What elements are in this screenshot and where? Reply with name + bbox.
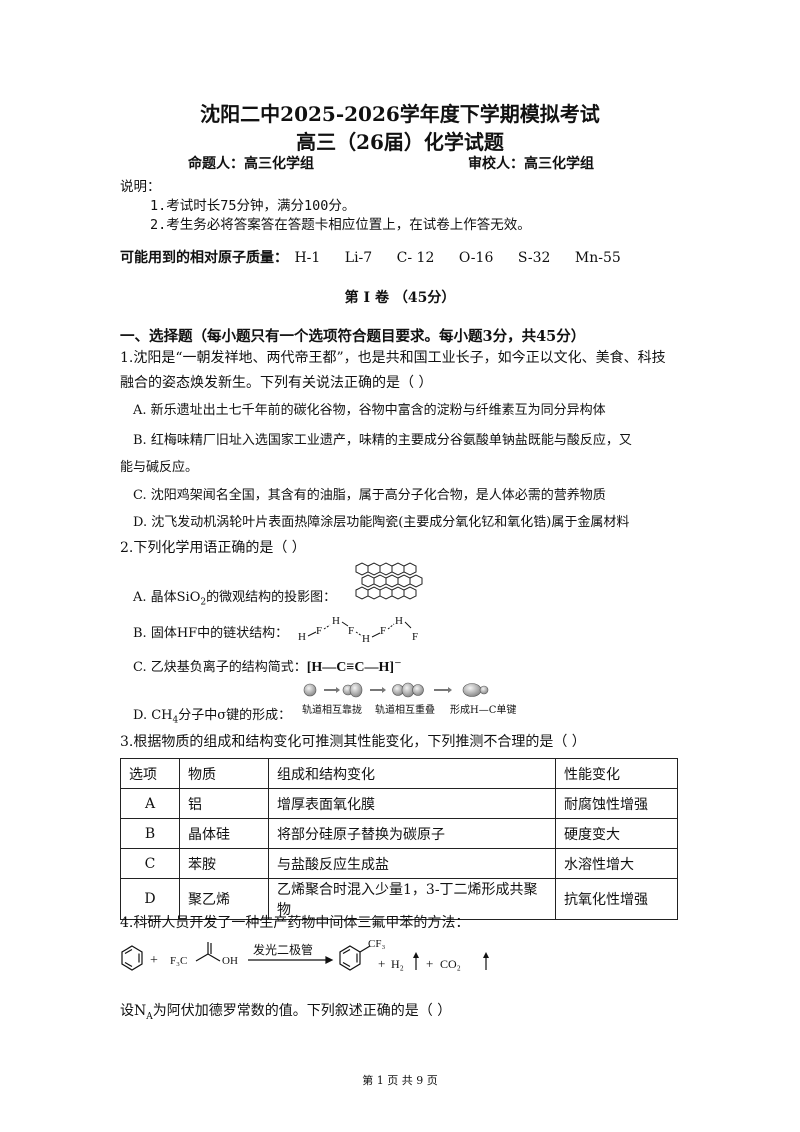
q1-stem-line1: 1.沈阳是“一朝发祥地、两代帝王都”，也是共和国工业长子，如今正以文化、美食、科… bbox=[120, 350, 666, 366]
q2-d-text-post: 分子中σ键的形成： bbox=[178, 708, 292, 723]
table-cell: 增厚表面氧化膜 bbox=[268, 788, 556, 819]
table-header-row: 选项 物质 组成和结构变化 性能变化 bbox=[120, 758, 678, 789]
exam-title: 沈阳二中2025-2026学年度下学期模拟考试 bbox=[200, 102, 600, 126]
table-header-cell: 性能变化 bbox=[555, 758, 678, 789]
q2-option-a: A. 晶体SiO2的微观结构的投影图： bbox=[133, 586, 336, 608]
page-number: 第 1 页 共 9 页 bbox=[362, 1074, 438, 1087]
svg-text:F: F bbox=[348, 625, 354, 637]
table-cell: 与盐酸反应生成盐 bbox=[268, 848, 556, 879]
table-cell: 乙烯聚合时混入少量1，3-丁二烯形成共聚物 bbox=[268, 878, 556, 920]
sigma-bond-orbitals-image bbox=[303, 682, 489, 698]
atomic-masses-label: 可能用到的相对原子质量： bbox=[120, 250, 288, 266]
q1-option-d: D. 沈飞发动机涡轮叶片表面热障涂层功能陶瓷(主要成分氧化钇和氧化锆)属于金属材… bbox=[133, 515, 630, 530]
atomic-mass-value: O-16 bbox=[458, 250, 494, 266]
q4-na-text-post: 为阿伏加德罗常数的值。下列叙述正确的是（ ） bbox=[152, 1003, 452, 1019]
table-cell: C bbox=[120, 848, 180, 879]
q2-a-text-post: 的微观结构的投影图： bbox=[206, 590, 337, 605]
q2-option-c: C. 乙炔基负离子的结构简式：[H—C≡C—H]− bbox=[133, 656, 402, 676]
sio2-structure-image bbox=[355, 562, 423, 600]
table-cell: B bbox=[120, 818, 180, 849]
atomic-mass-value: S-32 bbox=[517, 250, 551, 266]
svg-text:F: F bbox=[412, 631, 418, 643]
table-row: A 铝 增厚表面氧化膜 耐腐蚀性增强 bbox=[120, 788, 678, 819]
co2-label: CO₂ bbox=[440, 957, 461, 971]
q2-stem: 2.下列化学用语正确的是（ ） bbox=[120, 540, 306, 556]
svg-text:H: H bbox=[332, 615, 340, 627]
hf-chain-image: H F H F H F H F bbox=[298, 615, 418, 645]
svg-text:H: H bbox=[298, 631, 306, 643]
plus-sign: + bbox=[426, 956, 433, 971]
table-cell: 抗氧化性增强 bbox=[555, 878, 678, 920]
table-cell: 将部分硅原子替换为碳原子 bbox=[268, 818, 556, 849]
q1-stem-line2: 融合的姿态焕发新生。下列有关说法正确的是（ ） bbox=[120, 375, 433, 391]
atomic-mass-value: H-1 bbox=[294, 250, 321, 266]
q2-option-b: B. 固体HF中的链状结构： bbox=[133, 626, 289, 641]
table-cell: 苯胺 bbox=[179, 848, 269, 879]
note-item: 1.考试时长75分钟，满分100分。 bbox=[150, 198, 356, 214]
reviewer-label: 审校人：高三化学组 bbox=[468, 156, 594, 172]
sigma-label: 形成H—C单键 bbox=[450, 705, 517, 716]
q2-a-sub: 2 bbox=[200, 597, 207, 608]
q2-c-charge: − bbox=[394, 658, 402, 669]
table-row: D 聚乙烯 乙烯聚合时混入少量1，3-丁二烯形成共聚物 抗氧化性增强 bbox=[120, 878, 678, 920]
table-cell: 铝 bbox=[179, 788, 269, 819]
q2-c-text: C. 乙炔基负离子的结构简式： bbox=[133, 660, 307, 675]
atomic-mass-value: C- 12 bbox=[396, 250, 435, 266]
q1-option-b: B. 红梅味精厂旧址入选国家工业遗产，味精的主要成分谷氨酸单钠盐既能与酸反应，又 bbox=[133, 433, 632, 448]
reagent-label: F₃C bbox=[170, 955, 187, 967]
q3-table: 选项 物质 组成和结构变化 性能变化 A 铝 增厚表面氧化膜 耐腐蚀性增强 B … bbox=[120, 758, 678, 920]
oh-label: OH bbox=[222, 955, 238, 967]
q2-d-sub: 4 bbox=[172, 715, 179, 726]
reaction-scheme-image: + F₃C OH 发光二极管 CF₃ + H₂ + CO₂ bbox=[121, 938, 489, 971]
q4-na-sub: A bbox=[146, 1011, 153, 1022]
q4-stem: 4.科研人员开发了一种生产药物中间体三氟甲苯的方法： bbox=[120, 915, 470, 931]
q2-d-text: D. CH bbox=[133, 708, 173, 723]
q4-question: 设NA为阿伏加德罗常数的值。下列叙述正确的是（ ） bbox=[120, 1000, 451, 1022]
table-cell: 水溶性增大 bbox=[555, 848, 678, 879]
exam-subtitle: 高三（26届）化学试题 bbox=[296, 130, 504, 154]
table-cell: D bbox=[120, 878, 180, 920]
h2-label: H₂ bbox=[391, 957, 404, 971]
volume-heading: 第 Ⅰ 卷 （45分） bbox=[344, 290, 456, 306]
sigma-label: 轨道相互重叠 bbox=[375, 705, 435, 716]
plus-sign: + bbox=[378, 956, 385, 971]
notes-label: 说明： bbox=[120, 179, 161, 195]
cf3-label: CF₃ bbox=[368, 938, 385, 950]
reaction-condition: 发光二极管 bbox=[253, 942, 313, 957]
section-heading: 一、选择题（每小题只有一个选项符合题目要求。每小题3分，共45分） bbox=[120, 328, 586, 345]
atomic-mass-value: Li-7 bbox=[344, 250, 373, 266]
table-cell: 硬度变大 bbox=[555, 818, 678, 849]
table-header-cell: 组成和结构变化 bbox=[268, 758, 556, 789]
q1-option-c: C. 沈阳鸡架闻名全国，其含有的油脂，属于高分子化合物，是人体必需的营养物质 bbox=[133, 488, 606, 503]
q2-c-formula: [H—C≡C—H] bbox=[306, 660, 395, 675]
table-cell: 耐腐蚀性增强 bbox=[555, 788, 678, 819]
q1-option-a: A. 新乐遗址出土七千年前的碳化谷物，谷物中富含的淀粉与纤维素互为同分异构体 bbox=[133, 403, 606, 418]
author-label: 命题人：高三化学组 bbox=[188, 156, 314, 172]
table-cell: 晶体硅 bbox=[179, 818, 269, 849]
table-row: B 晶体硅 将部分硅原子替换为碳原子 硬度变大 bbox=[120, 818, 678, 849]
table-header-cell: 物质 bbox=[179, 758, 269, 789]
note-item: 2.考生务必将答案答在答题卡相应位置上，在试卷上作答无效。 bbox=[150, 217, 531, 233]
q3-stem: 3.根据物质的组成和结构变化可推测其性能变化，下列推测不合理的是（ ） bbox=[120, 734, 586, 750]
svg-text:H: H bbox=[362, 633, 370, 645]
plus-sign: + bbox=[150, 953, 158, 968]
q2-option-d: D. CH4分子中σ键的形成： bbox=[133, 704, 291, 726]
atomic-masses: 可能用到的相对原子质量： H-1 Li-7 C- 12 O-16 S-32 Mn… bbox=[120, 247, 621, 267]
q4-na-text: 设N bbox=[120, 1003, 147, 1019]
svg-text:F: F bbox=[316, 625, 322, 637]
svg-text:H: H bbox=[395, 615, 403, 627]
atomic-mass-value: Mn-55 bbox=[574, 250, 621, 266]
q2-a-text: A. 晶体SiO bbox=[133, 590, 201, 605]
table-row: C 苯胺 与盐酸反应生成盐 水溶性增大 bbox=[120, 848, 678, 879]
q1-option-b-cont: 能与碱反应。 bbox=[120, 460, 199, 475]
svg-text:F: F bbox=[380, 625, 386, 637]
table-cell: A bbox=[120, 788, 180, 819]
table-header-cell: 选项 bbox=[120, 758, 180, 789]
sigma-label: 轨道相互靠拢 bbox=[302, 705, 362, 716]
